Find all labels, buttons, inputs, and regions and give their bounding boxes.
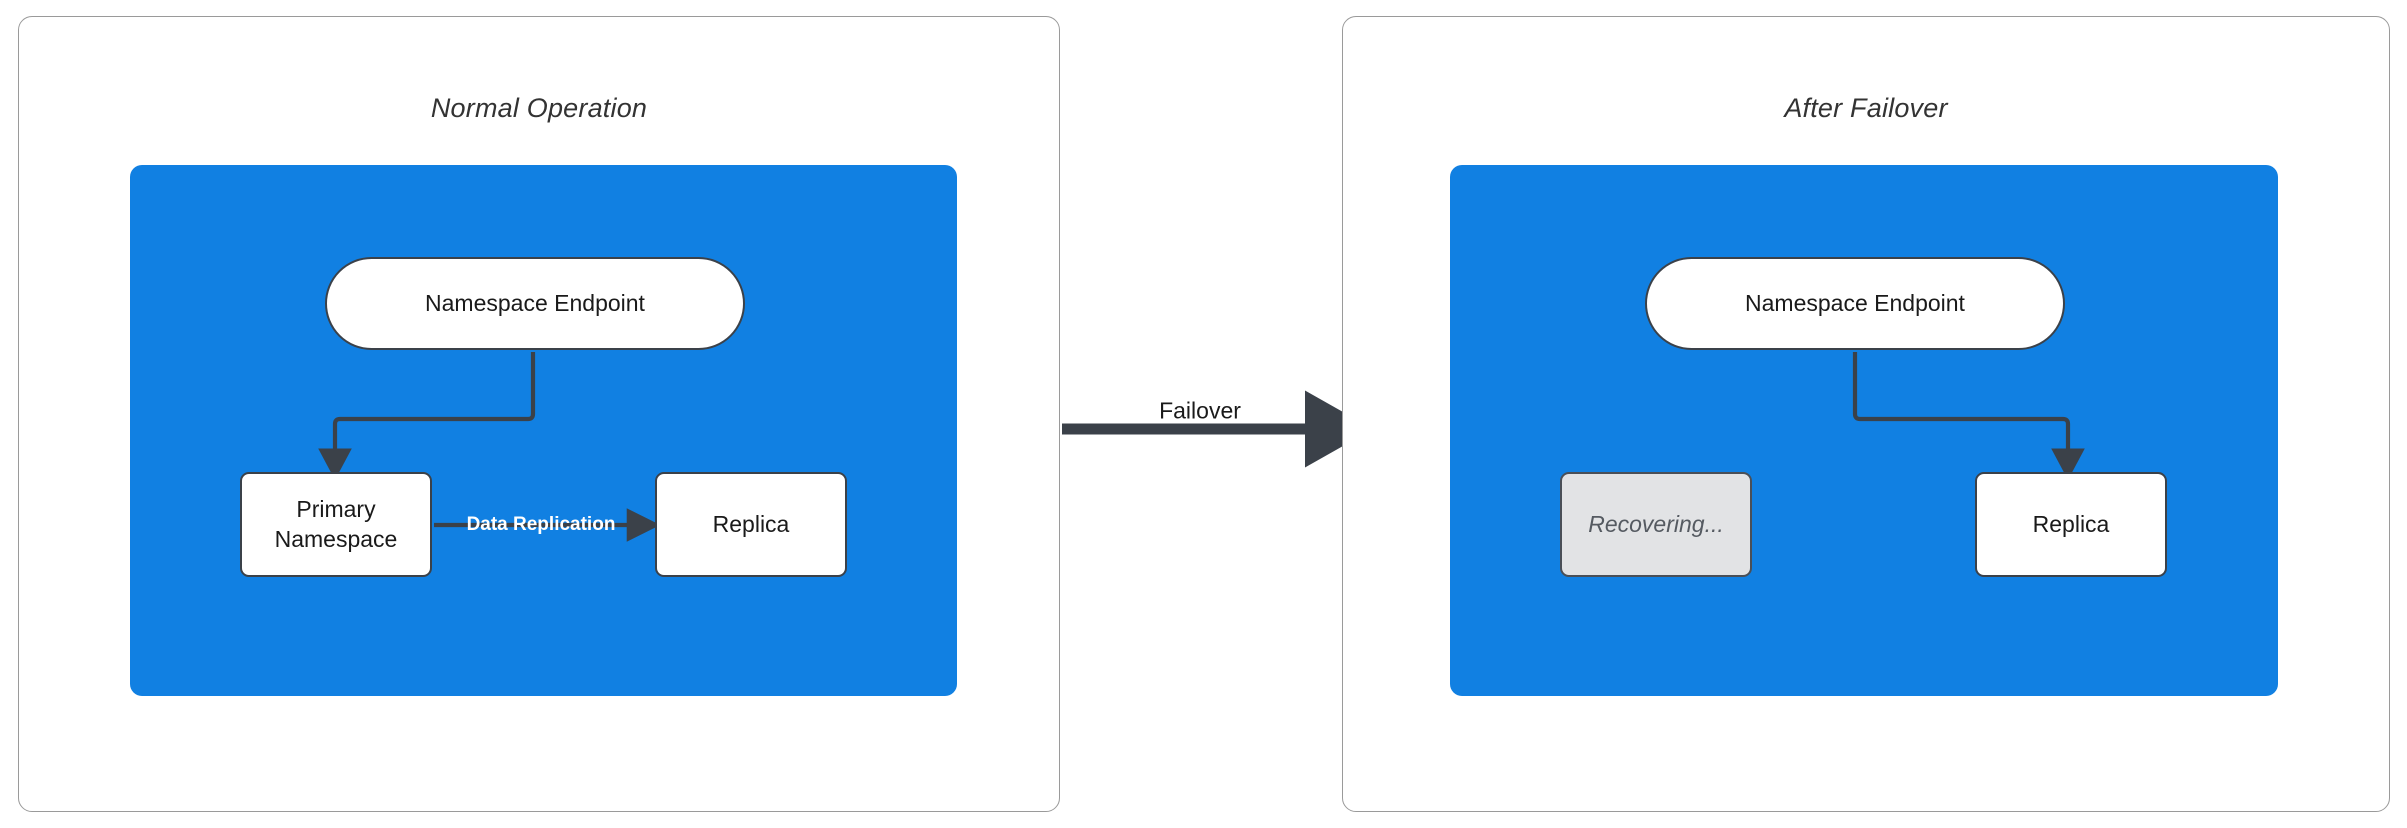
node-namespace-endpoint-normal[interactable]: Namespace Endpoint	[325, 257, 745, 350]
panel-title-after-failover: After Failover	[1784, 93, 1948, 123]
node-label-line-2: Namespace	[274, 525, 398, 552]
node-namespace-endpoint-failover[interactable]: Namespace Endpoint	[1645, 257, 2065, 350]
node-label: Recovering...	[1588, 510, 1724, 537]
transition-label-failover: Failover	[1159, 397, 1241, 424]
node-label: Namespace Endpoint	[425, 289, 645, 316]
node-label: Replica	[2032, 510, 2110, 537]
node-replica-failover[interactable]: Replica	[1975, 472, 2167, 577]
node-label-line-1: Primary	[296, 496, 376, 523]
panel-title-normal-operation: Normal Operation	[430, 93, 648, 123]
group-box-after-failover	[1450, 165, 2278, 696]
node-label: Replica	[712, 510, 790, 537]
node-recovering[interactable]: Recovering...	[1560, 472, 1752, 577]
edge-label-data-replication: Data Replication	[466, 514, 616, 535]
node-label: Namespace Endpoint	[1745, 289, 1965, 316]
group-box-normal-operation	[130, 165, 957, 696]
node-replica-normal[interactable]: Replica	[655, 472, 847, 577]
